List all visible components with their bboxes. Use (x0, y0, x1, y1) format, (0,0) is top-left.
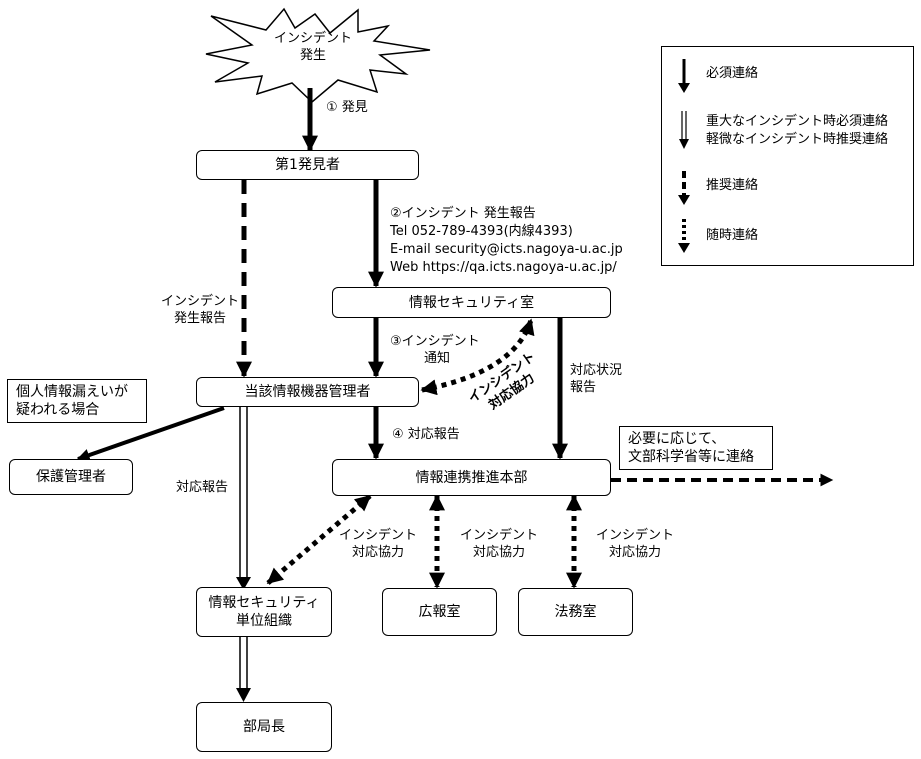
legend-recommended: 推奨連絡 (706, 178, 759, 193)
node-device-admin: 当該情報機器管理者 (196, 377, 419, 407)
node-first-finder: 第1発見者 (196, 150, 419, 180)
label-first-finder-report: インシデント 発生報告 (160, 294, 239, 326)
incident-occurrence-label: インシデント 発生 (273, 31, 352, 63)
node-security-office: 情報セキュリティ室 (332, 287, 611, 318)
node-protection-admin: 保護管理者 (9, 459, 133, 495)
legend-dotted-arrow-icon (678, 219, 690, 253)
label-response-report-left: 対応報告 (176, 480, 229, 495)
label-coop-hq-pr: インシデント 対応協力 (459, 528, 538, 560)
legend: 必須連絡 重大なインシデント時必須連絡 軽微なインシデント時推奨連絡 推奨連絡 … (661, 46, 914, 266)
label-status-report: 対応状況 報告 (570, 363, 623, 395)
arrow-coop-office-admin (420, 318, 535, 396)
arrow-coop-hq-unit (266, 494, 372, 585)
note-mext: 必要に応じて、 文部科学省等に連絡 (619, 426, 773, 470)
arrow-to-protection-admin (76, 406, 225, 462)
arrow-admin-to-unit-org (236, 577, 251, 590)
legend-double: 重大なインシデント時必須連絡 軽微なインシデント時推奨連絡 (706, 114, 889, 147)
legend-as-needed: 随時連絡 (706, 228, 759, 243)
legend-double-arrow-icon (679, 111, 689, 149)
label-coop-hq-legal: インシデント 対応協力 (595, 528, 674, 560)
legend-solid-arrow-icon (678, 59, 690, 93)
label-occurrence-report: ②インシデント 発生報告 Tel 052-789-4393(内線4393) E-… (390, 206, 623, 275)
node-dept-head: 部局長 (196, 702, 332, 752)
arrow-unit-org-to-dept-head (236, 688, 251, 702)
node-pr: 広報室 (382, 588, 497, 636)
legend-required: 必須連絡 (706, 66, 759, 81)
note-personal-info: 個人情報漏えいが 疑われる場合 (7, 379, 147, 423)
label-discovery: ① 発見 (326, 100, 368, 115)
node-unit-org: 情報セキュリティ 単位組織 (196, 587, 332, 637)
label-response-report: ④ 対応報告 (392, 427, 460, 442)
node-hq: 情報連携推進本部 (332, 459, 611, 496)
node-legal: 法務室 (518, 588, 633, 636)
label-coop-hq-unit: インシデント 対応協力 (338, 528, 417, 560)
label-notify: ③インシデント 通知 (390, 334, 480, 366)
legend-dashed-arrow-icon (678, 171, 690, 205)
